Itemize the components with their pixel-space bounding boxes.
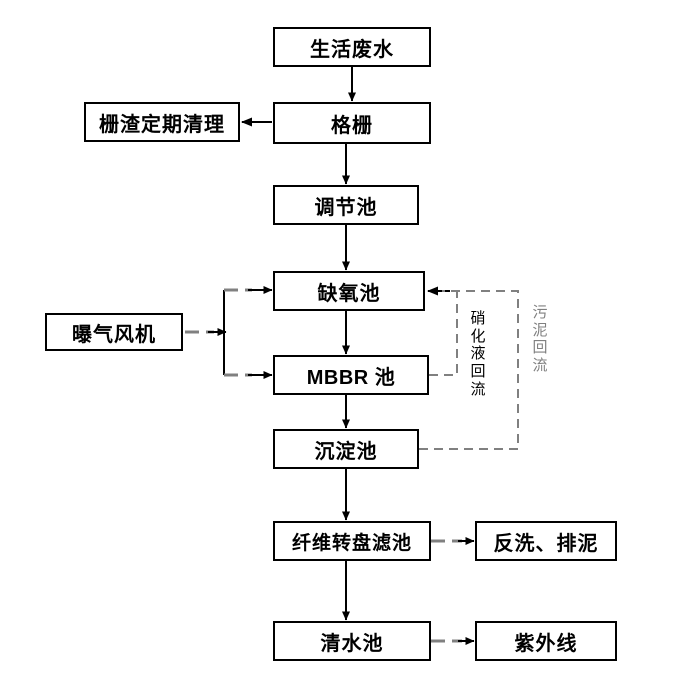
- label-nitrification-liquid-reflux: 硝 化 液 回 流: [469, 311, 487, 399]
- label-sludge-reflux: 污 泥 回 流: [531, 305, 549, 376]
- label-char: 流: [532, 358, 548, 375]
- node-ultraviolet[interactable]: 紫外线: [475, 621, 617, 661]
- node-domestic-wastewater[interactable]: 生活废水: [273, 27, 431, 67]
- node-aeration-blower[interactable]: 曝气风机: [45, 313, 183, 351]
- label-char: 化: [470, 328, 486, 345]
- node-fiber-disc-filter[interactable]: 纤维转盘滤池: [273, 521, 431, 561]
- label-char: 硝: [470, 311, 486, 327]
- label-char: 回: [532, 340, 548, 357]
- edge-blower-to-anoxic: [185, 286, 273, 375]
- node-grille[interactable]: 格栅: [273, 102, 431, 144]
- node-clear-water-tank[interactable]: 清水池: [273, 621, 431, 661]
- label-char: 流: [470, 381, 486, 398]
- node-anoxic-tank[interactable]: 缺氧池: [273, 271, 425, 311]
- node-backwash-sludge-discharge[interactable]: 反洗、排泥: [475, 521, 617, 561]
- node-screen-residue-cleanup[interactable]: 栅渣定期清理: [84, 102, 240, 142]
- node-regulating-tank[interactable]: 调节池: [273, 185, 419, 225]
- label-char: 液: [470, 346, 486, 363]
- label-char: 泥: [532, 322, 548, 339]
- label-char: 回: [470, 364, 486, 381]
- label-char: 污: [532, 305, 548, 321]
- node-mbbr-tank[interactable]: MBBR 池: [273, 355, 429, 395]
- edge-sedimentation-sludge-reflux: [419, 290, 519, 450]
- edge-mbbr-nitrification-reflux: [427, 286, 458, 376]
- node-sedimentation-tank[interactable]: 沉淀池: [273, 429, 419, 469]
